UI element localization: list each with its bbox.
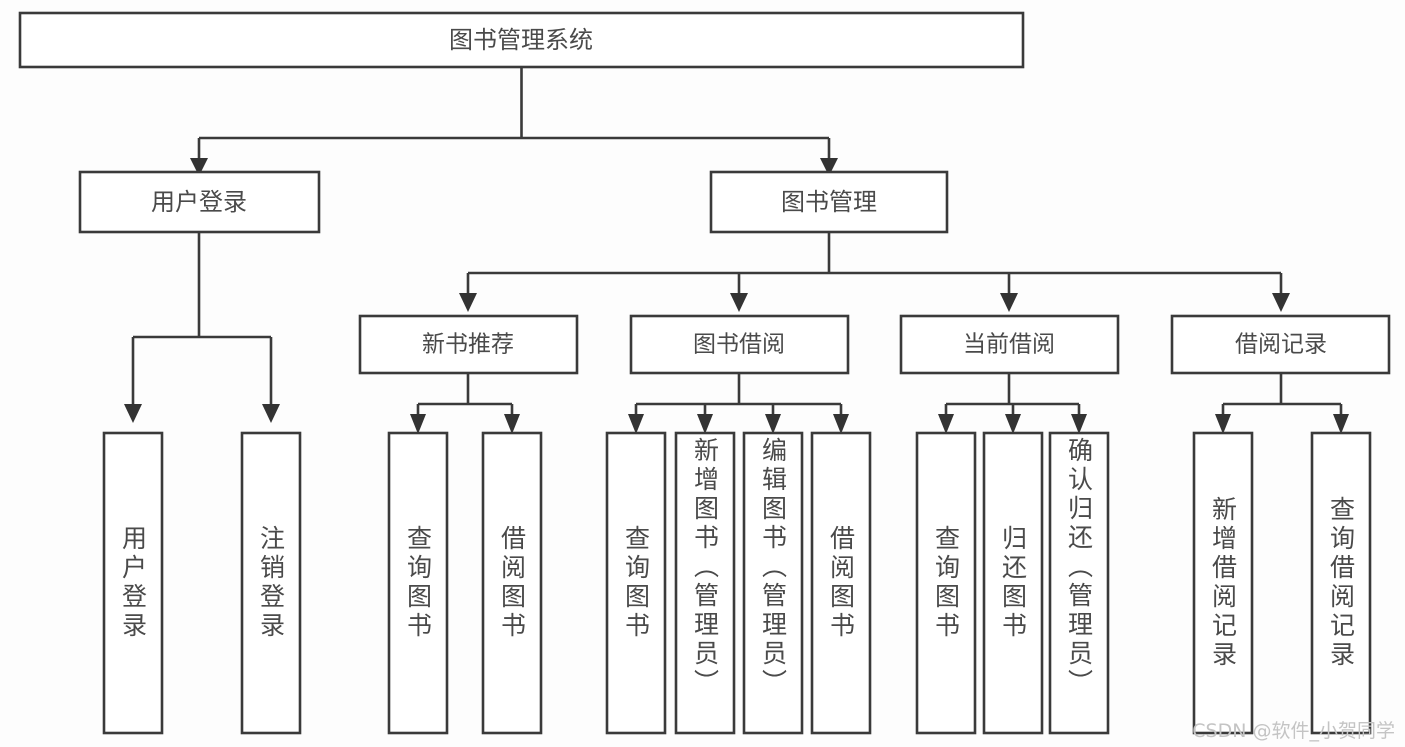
- connector-borrowrecord-to-leaves: [1215, 373, 1349, 434]
- node-new-book-recommend-label: 新书推荐: [422, 332, 514, 358]
- node-current-borrow-label: 当前借阅: [963, 332, 1055, 358]
- node-borrow-record-label: 借阅记录: [1235, 332, 1327, 358]
- leaf-box-currentborrow-query[interactable]: [915, 431, 977, 735]
- node-root[interactable]: 图书管理系统: [18, 11, 1025, 69]
- connector-currentborrow-to-leaves: [938, 373, 1087, 434]
- connector-bookmgmt-to-level2: [459, 232, 1290, 312]
- node-root-label: 图书管理系统: [449, 26, 593, 54]
- leaf-box-user-login-login[interactable]: [102, 431, 164, 735]
- connector-userlogin-to-leaves: [124, 232, 280, 423]
- connector-newbook-to-leaves: [410, 373, 520, 434]
- watermark-text: CSDN @软件_小贺同学: [1192, 720, 1395, 742]
- node-book-management-label: 图书管理: [781, 188, 877, 216]
- leaf-box-bookborrow-borrow[interactable]: [810, 431, 872, 735]
- node-borrow-record[interactable]: 借阅记录: [1170, 314, 1391, 375]
- node-book-borrow[interactable]: 图书借阅: [629, 314, 850, 375]
- leaf-box-currentborrow-return[interactable]: [982, 431, 1044, 735]
- leaf-box-user-login-logout[interactable]: [240, 431, 302, 735]
- node-new-book-recommend[interactable]: 新书推荐: [358, 314, 579, 375]
- connector-bookborrow-to-leaves: [628, 373, 849, 434]
- leaf-box-bookborrow-edit[interactable]: [742, 431, 804, 735]
- leaf-box-newbook-borrow[interactable]: [481, 431, 543, 735]
- leaf-box-bookborrow-add[interactable]: [674, 431, 736, 735]
- node-book-management[interactable]: 图书管理: [709, 170, 949, 234]
- node-current-borrow[interactable]: 当前借阅: [899, 314, 1120, 375]
- node-user-login-label: 用户登录: [151, 188, 247, 216]
- leaf-box-bookborrow-query[interactable]: [605, 431, 667, 735]
- leaf-box-currentborrow-confirm[interactable]: [1048, 431, 1110, 735]
- leaf-box-borrowrecord-add[interactable]: [1192, 431, 1254, 735]
- leaf-box-borrowrecord-query[interactable]: [1310, 431, 1372, 735]
- node-user-login[interactable]: 用户登录: [78, 170, 321, 234]
- leaf-box-newbook-query[interactable]: [387, 431, 449, 735]
- node-book-borrow-label: 图书借阅: [693, 332, 785, 358]
- connector-root-to-level1: [190, 67, 838, 176]
